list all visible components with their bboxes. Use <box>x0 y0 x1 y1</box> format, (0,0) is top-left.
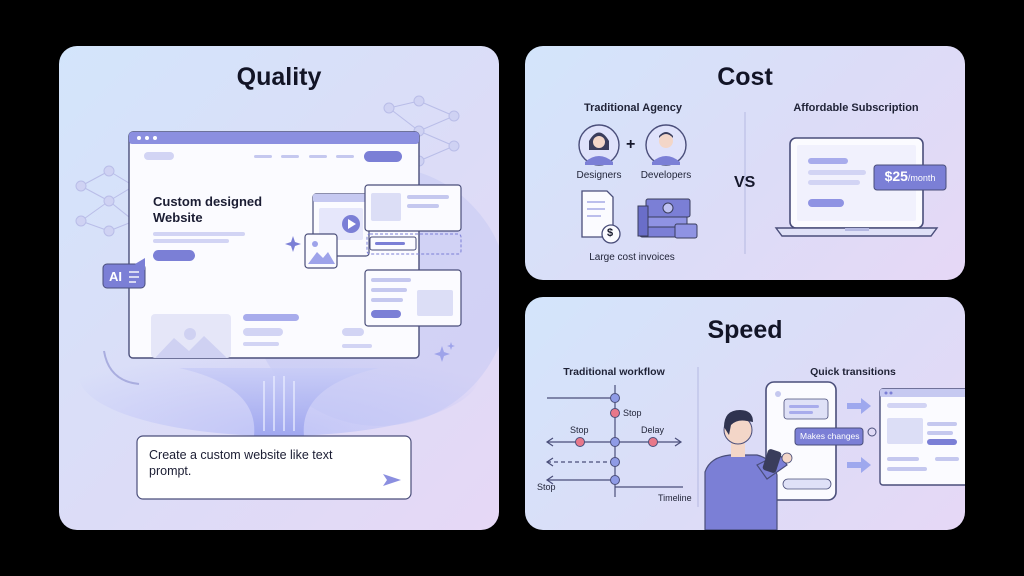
send-icon <box>383 474 401 486</box>
developers-label: Developers <box>640 170 692 181</box>
quality-title: Quality <box>236 63 322 91</box>
prompt-box <box>136 435 412 500</box>
traditional-agency-heading: Traditional Agency <box>583 102 683 114</box>
designers-label: Designers <box>576 170 622 181</box>
person-icon <box>645 124 687 166</box>
person-icon <box>704 410 793 530</box>
timeline-label: Timeline <box>658 493 692 503</box>
delay-label: Delay <box>641 425 665 435</box>
arrow-right-icon <box>847 398 871 473</box>
subscription-heading: Affordable Subscription <box>793 102 919 114</box>
sparkle-icon <box>434 346 450 362</box>
phone-icon <box>765 381 837 501</box>
speed-illustration <box>545 367 965 530</box>
price-value: $25 <box>884 168 908 184</box>
invoice-icon <box>581 190 621 244</box>
speed-title: Speed <box>707 316 783 344</box>
stop-label-left: Stop <box>570 425 589 435</box>
price-period: /month <box>907 173 936 183</box>
quality-illustration <box>75 95 499 500</box>
site-heading: Custom designed Website <box>153 194 263 225</box>
stop-label-bottom: Stop <box>537 482 556 492</box>
vs-label: VS <box>734 174 756 191</box>
makes-changes-label: Makes changes <box>800 431 860 441</box>
sparkle-icon <box>285 236 301 252</box>
cost-illustration <box>578 112 947 254</box>
laptop-icon <box>774 137 939 237</box>
speed-panel: Speed Traditional workflow Stop Stop Del… <box>525 297 965 530</box>
invoice-dollar: $ <box>607 227 614 239</box>
quality-panel: Quality Custom designed Website AI Creat… <box>59 46 499 530</box>
invoices-label: Large cost invoices <box>589 252 675 263</box>
traditional-workflow-heading: Traditional workflow <box>563 366 665 378</box>
cost-panel: Cost Traditional Agency Designers + Deve… <box>525 46 965 280</box>
prompt-input[interactable]: Create a custom website like text prompt… <box>149 448 333 478</box>
stop-label-right: Stop <box>623 408 642 418</box>
ai-badge: AI <box>109 269 122 284</box>
cost-title: Cost <box>717 63 773 91</box>
price-tag: $25/month <box>874 168 946 186</box>
person-icon <box>578 124 620 166</box>
plus-sign: + <box>626 136 636 153</box>
quick-transitions-heading: Quick transitions <box>810 366 896 378</box>
money-stack-icon <box>637 198 698 239</box>
send-button[interactable] <box>377 466 407 492</box>
image-icon <box>304 233 338 269</box>
